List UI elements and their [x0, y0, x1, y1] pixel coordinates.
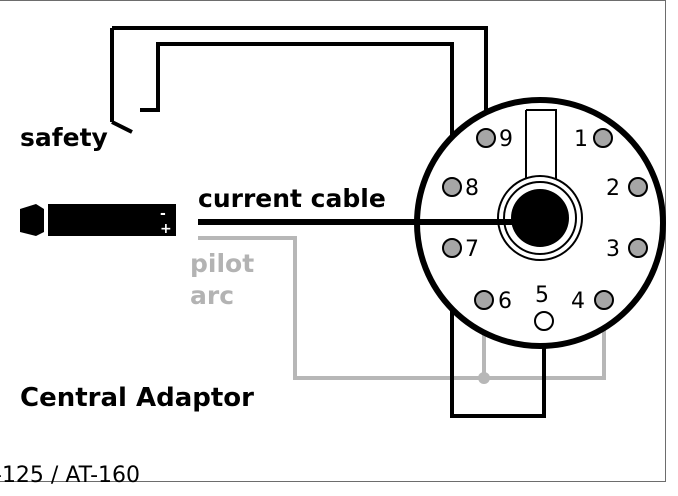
pin-2: 2 [606, 176, 648, 201]
pin-9-label: 9 [499, 127, 513, 152]
safety-switch-lever [111, 120, 133, 134]
pin-8-label: 8 [465, 176, 479, 201]
pin-5-label: 5 [535, 283, 549, 308]
pin-6: 6 [474, 289, 512, 314]
pin-2-label: 2 [606, 176, 620, 201]
safety-wire-inner [140, 42, 454, 176]
connector-keyway [525, 109, 557, 184]
pin7-pin5-wire [450, 258, 546, 418]
pin-9: 9 [476, 127, 513, 152]
pin-4: 4 [571, 289, 614, 314]
pilot-arc-wire [198, 236, 606, 380]
central-adaptor-label: Central Adaptor [20, 383, 254, 413]
pin-1: 1 [574, 127, 613, 152]
torch-plus-sign: + [160, 221, 172, 237]
safety-label: safety [20, 123, 108, 152]
pin-8: 8 [442, 176, 479, 201]
arc-label: arc [190, 281, 234, 310]
torch-minus-sign: - [160, 206, 166, 222]
pilot-arc-junction [478, 372, 490, 384]
pin-7: 7 [442, 237, 479, 262]
pin-4-label: 4 [571, 289, 585, 314]
model-label: -125 / AT-160 [0, 463, 140, 488]
pin-7-label: 7 [465, 237, 479, 262]
pilot-label: pilot [190, 249, 254, 278]
pin-3: 3 [606, 237, 648, 262]
current-cable-label: current cable [198, 184, 386, 213]
central-socket-core [511, 189, 569, 247]
pin-3-label: 3 [606, 237, 620, 262]
pin-6-label: 6 [498, 289, 512, 314]
torch-icon: - + [20, 204, 176, 237]
safety-wire-outer [112, 26, 488, 122]
pin-1-label: 1 [574, 127, 588, 152]
pin-5: 5 [534, 283, 554, 331]
